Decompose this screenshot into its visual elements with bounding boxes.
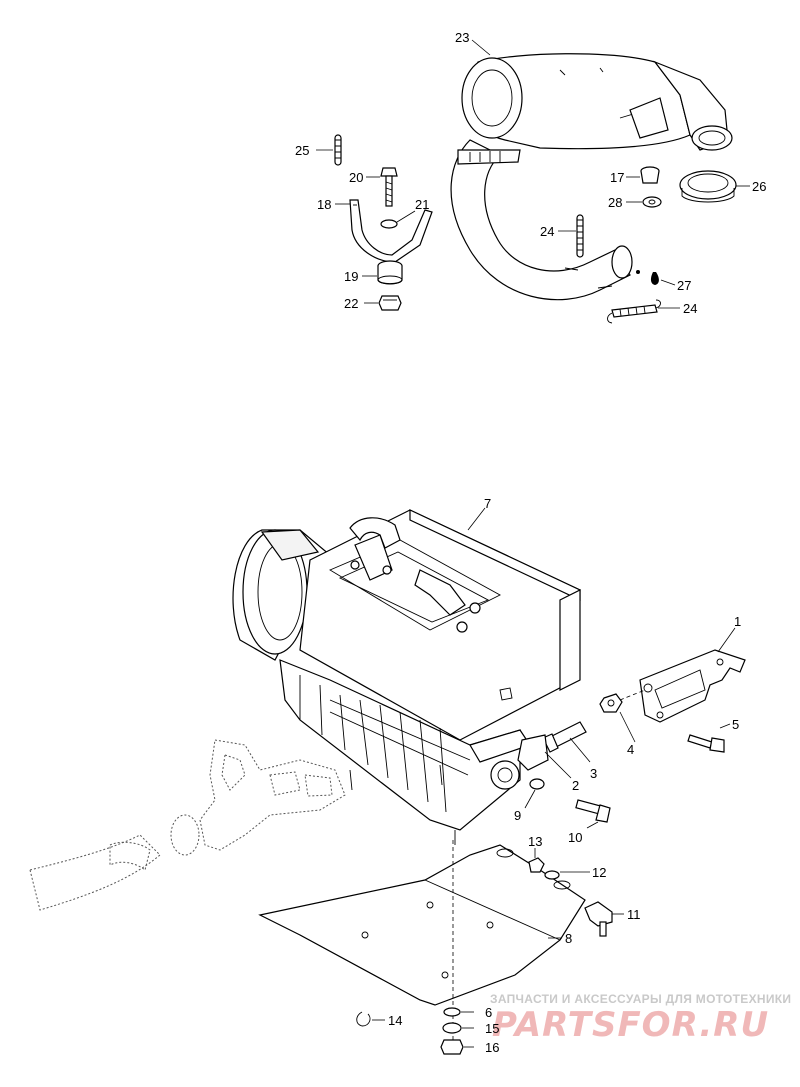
tail-pipe — [450, 139, 633, 301]
callout-8: 8 — [565, 931, 572, 946]
callout-5: 5 — [732, 717, 739, 732]
rubber-grommet-17 — [640, 166, 660, 184]
callout-10: 10 — [568, 830, 582, 845]
spring-24-upper — [576, 214, 584, 258]
nut-22 — [378, 295, 402, 311]
callout-6: 6 — [485, 1005, 492, 1020]
callout-4: 4 — [627, 742, 634, 757]
callout-11: 11 — [627, 907, 641, 922]
callout-7: 7 — [484, 496, 491, 511]
callout-12: 12 — [592, 865, 606, 880]
stud-3 — [542, 721, 587, 753]
washer-28 — [642, 196, 662, 208]
nut-16 — [440, 1039, 464, 1055]
washer-6 — [443, 1007, 461, 1017]
spring-24-lower — [607, 299, 661, 324]
callout-18: 18 — [317, 197, 331, 212]
spring-25 — [334, 134, 342, 166]
callout-13: 13 — [528, 834, 542, 849]
callout-1: 1 — [734, 614, 741, 629]
washer-9 — [529, 778, 545, 790]
callout-27: 27 — [677, 278, 691, 293]
washer-12 — [544, 870, 560, 880]
washer-15 — [442, 1022, 462, 1034]
exhaust-manifold-ghost — [29, 739, 346, 911]
bolt-5 — [687, 734, 725, 753]
nut-13 — [528, 857, 545, 873]
callout-22: 22 — [344, 296, 358, 311]
muffler-bracket-18 — [349, 199, 433, 263]
callout-19: 19 — [344, 269, 358, 284]
silicone-drop-27 — [636, 270, 659, 285]
engine-bracket-1 — [639, 649, 746, 723]
stud-11 — [584, 901, 613, 937]
nut-4 — [599, 693, 623, 713]
bolt-20 — [380, 167, 398, 207]
callout-23: 23 — [455, 30, 469, 45]
engine-block — [232, 509, 581, 845]
clip-14 — [356, 1011, 371, 1027]
callout-28: 28 — [608, 195, 622, 210]
callout-24-upper: 24 — [540, 224, 554, 239]
bracket-2 — [517, 734, 549, 771]
callout-3: 3 — [590, 766, 597, 781]
nut-4-guide — [619, 689, 646, 701]
skid-plate-8 — [258, 844, 586, 1006]
watermark-tagline: ЗАПЧАСТИ И АКСЕССУАРЫ ДЛЯ МОТОТЕХНИКИ — [490, 992, 791, 1006]
callout-2: 2 — [572, 778, 579, 793]
washer-21 — [380, 219, 398, 229]
exhaust-gasket-ring — [679, 170, 737, 203]
rubber-mount-19 — [377, 260, 403, 285]
callout-21: 21 — [415, 197, 429, 212]
callout-16: 16 — [485, 1040, 499, 1055]
callout-26: 26 — [752, 179, 766, 194]
callout-20: 20 — [349, 170, 363, 185]
callout-25: 25 — [295, 143, 309, 158]
callout-24-lower: 24 — [683, 301, 697, 316]
callout-9: 9 — [514, 808, 521, 823]
callout-14: 14 — [388, 1013, 402, 1028]
watermark-logo: PARTSFOR.RU — [492, 1005, 769, 1045]
muffler-assembly — [461, 53, 733, 151]
callout-17: 17 — [610, 170, 624, 185]
bolt-10 — [575, 799, 611, 823]
callout-15: 15 — [485, 1021, 499, 1036]
